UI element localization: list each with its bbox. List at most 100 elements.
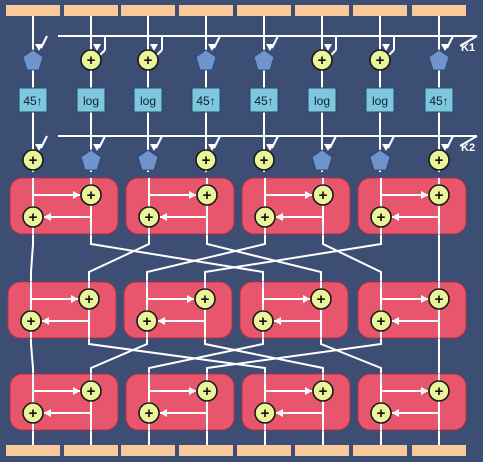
sbox-label: log [140,94,156,108]
key2-arrow-4 [208,144,216,151]
adder-circle [370,206,392,228]
pht-adder-right: + [428,380,450,402]
adder-plus-symbol: + [143,313,152,330]
pht-top-arrow-head [305,387,312,395]
adder-circle [22,149,44,171]
cross-wire-2-5 [148,338,264,374]
key2-tail [459,135,478,147]
key2-arrow-7 [382,144,390,151]
key2-branch-6 [329,135,337,149]
cross-wire-1-7 [204,234,382,282]
adder-circle [138,206,160,228]
key1-xor-1 [22,49,44,71]
key2-xor-6 [311,149,333,171]
adder-circle [370,402,392,424]
pht-adder-left: + [20,310,42,332]
output-block-4 [179,445,233,456]
adder-plus-symbol: + [377,405,386,422]
cross-wire-2-6 [320,338,382,374]
key2-arrow-5 [266,144,274,151]
pht-adder-right: + [78,288,100,310]
pht-top-arrow-head [421,191,428,199]
pht-adder-left: + [138,402,160,424]
key2-arrow-6 [324,144,332,151]
key1-adder-7: + [369,49,391,71]
sbox-8: 45↑ [424,87,454,113]
pht-adder-left: + [138,206,160,228]
adder-circle [252,310,274,332]
pht-adder-right: + [312,380,334,402]
pht-unit-1-1 [9,177,119,235]
wire-layer [30,16,478,445]
key1-branch-4 [213,35,221,49]
adder-plus-symbol: + [29,152,38,169]
adder-circle [428,380,450,402]
pht-adder-left: + [252,310,274,332]
pht-unit-2-2 [123,281,233,339]
output-block-1 [6,445,60,456]
input-block-5 [237,5,291,16]
pht-adder-left: + [370,206,392,228]
key1-arrow-2 [93,44,101,51]
pht-bottom-arrow-head [392,409,399,417]
key1-arrow-4 [208,44,216,51]
sbox-label: 45↑ [196,94,215,108]
key1-label: K1 [461,42,475,54]
adder-circle [80,380,102,402]
pht-unit-2-4 [357,281,467,339]
adder-circle [196,184,218,206]
cross-wire-1-4 [206,234,322,282]
adder-plus-symbol: + [87,52,96,69]
key1-branch-8 [446,35,454,49]
adder-circle [254,206,276,228]
output-block-2 [64,445,118,456]
adder-plus-symbol: + [87,383,96,400]
pht-adder-right: + [194,288,216,310]
adder-plus-symbol: + [202,152,211,169]
pht-adder-left: + [370,402,392,424]
adder-plus-symbol: + [259,313,268,330]
key1-arrow-8 [441,44,449,51]
key1-adder-2: + [80,49,102,71]
adder-circle [20,310,42,332]
adder-plus-symbol: + [29,209,38,226]
input-block-6 [295,5,349,16]
cross-wire-2-2 [88,338,266,374]
adder-plus-symbol: + [317,291,326,308]
pht-bottom-arrow-head [392,317,399,325]
key1-arrow-3 [150,44,158,51]
pht-bottom-arrow-head [44,409,51,417]
adder-plus-symbol: + [260,152,269,169]
key2-branch-7 [387,135,395,149]
sbox-label: log [83,94,99,108]
adder-circle [311,49,333,71]
pht-bottom-arrow-head [160,213,167,221]
output-block-3 [121,445,175,456]
sbox-2: log [76,87,106,113]
cross-wire-1-1 [30,234,34,282]
pht-adder-right: + [312,184,334,206]
key2-branch-3 [155,135,163,149]
sbox-1: 45↑ [18,87,48,113]
adder-circle [80,184,102,206]
pht-unit-3-1 [9,373,119,431]
key2-adder-4: + [195,149,217,171]
pht-bottom-arrow-head [160,409,167,417]
key1-branch-diag-3 [156,49,163,56]
adder-circle [369,49,391,71]
key1-adder-6: + [311,49,333,71]
key1-arrow-6 [324,44,332,51]
adder-plus-symbol: + [435,383,444,400]
io-blocks [6,5,466,456]
input-block-3 [121,5,175,16]
adder-circle [428,149,450,171]
key2-branch-5 [271,135,279,149]
cross-wire-2-3 [90,338,148,374]
adder-plus-symbol: + [145,209,154,226]
adder-circle [195,149,217,171]
adder-plus-symbol: + [435,291,444,308]
key2-branch-4 [213,135,221,149]
adder-plus-symbol: + [145,405,154,422]
adder-circle [312,184,334,206]
key2-branch-1 [40,135,48,149]
